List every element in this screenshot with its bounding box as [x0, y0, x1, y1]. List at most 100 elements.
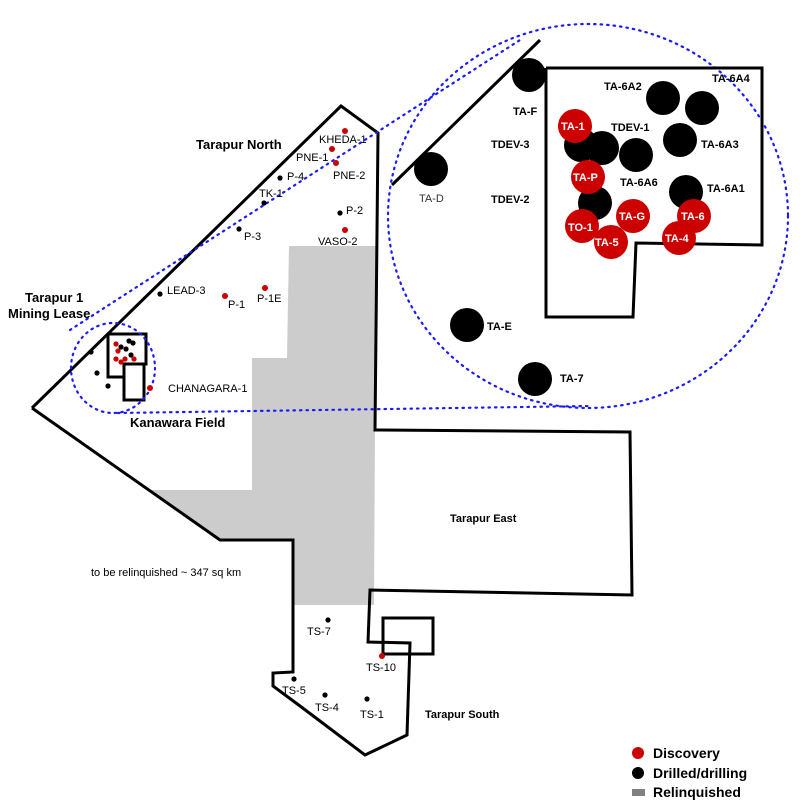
label-ts-5: TS-5 — [282, 685, 306, 697]
label-ts-1: TS-1 — [360, 709, 384, 721]
lease-well-dot[interactable] — [94, 370, 100, 376]
legend-discovery-label: Discovery — [653, 745, 720, 761]
label-ts-10: TS-10 — [366, 662, 396, 674]
inset-well-ta-1[interactable] — [558, 109, 592, 143]
lease-well-dot[interactable] — [113, 356, 119, 362]
well-ts-10[interactable] — [379, 653, 385, 659]
label-p-3: P-3 — [244, 231, 261, 243]
well-p-1e[interactable] — [262, 285, 268, 291]
well-lead-3[interactable] — [157, 291, 163, 297]
label-ta-6: TA-6 — [681, 211, 705, 223]
block-label-tarapur-east: Tarapur East — [450, 513, 517, 525]
well-vaso-2[interactable] — [342, 227, 348, 233]
label-ta-7: TA-7 — [560, 373, 584, 385]
block-label-tarapur-north: Tarapur North — [196, 137, 282, 152]
label-p-1e: P-1E — [257, 293, 281, 305]
inset-well-ta-4[interactable] — [662, 221, 696, 255]
well-chanagara-1[interactable] — [147, 385, 153, 391]
lease-well-dot[interactable] — [123, 346, 129, 352]
label-ta-6a4: TA-6A4 — [712, 73, 751, 85]
label-ts-7: TS-7 — [307, 626, 331, 638]
legend: Discovery Drilled/drilling Relinquished — [632, 745, 747, 800]
lease-well-dot[interactable] — [122, 356, 128, 362]
well-pne-1[interactable] — [329, 146, 335, 152]
inset-well-ta-f[interactable] — [512, 58, 546, 92]
label-to-1: TO-1 — [568, 222, 593, 234]
label-ta-6a6: TA-6A6 — [620, 177, 658, 189]
inset-well-to-1[interactable] — [565, 209, 599, 243]
relinquished-note: to be relinquished ~ 347 sq km — [91, 567, 241, 579]
label-ta-f: TA-F — [513, 106, 538, 118]
inset-well-tdev-3b[interactable] — [585, 131, 619, 165]
inset-well-ta-5[interactable] — [594, 225, 628, 259]
label-vaso-2: VASO-2 — [318, 236, 358, 248]
inset-well-tdev-1[interactable] — [619, 138, 653, 172]
lease-well-dot[interactable] — [115, 348, 121, 354]
well-ts-5[interactable] — [291, 676, 297, 682]
well-kheda-1[interactable] — [342, 128, 348, 134]
label-ts-4: TS-4 — [315, 702, 339, 714]
lease-well-dot[interactable] — [105, 383, 111, 389]
block-label-mining-lease-line2: Mining Lease — [8, 306, 90, 321]
legend-relinquished-icon — [632, 789, 645, 796]
label-chanagara-1: CHANAGARA-1 — [168, 383, 247, 395]
inset-well-ta-p[interactable] — [571, 160, 605, 194]
tarapur-north-boundary — [30, 104, 634, 757]
inset-well-ta-e[interactable] — [450, 308, 484, 342]
wells — [147, 128, 385, 702]
lease-well-dot[interactable] — [88, 349, 94, 355]
inset-well-ta-7[interactable] — [518, 362, 552, 396]
inset-well-ta-6a2[interactable] — [646, 81, 680, 115]
legend-discovery-icon — [632, 747, 644, 759]
lease-well-dot[interactable] — [131, 356, 137, 362]
label-tk-1: TK-1 — [259, 188, 283, 200]
well-p-2[interactable] — [337, 210, 343, 216]
label-ta-e: TA-E — [487, 321, 512, 333]
label-ta-1: TA-1 — [561, 121, 585, 133]
well-tk-1[interactable] — [261, 200, 267, 206]
kanawara-zoom-circle — [69, 321, 157, 415]
well-pne-2[interactable] — [333, 160, 339, 166]
legend-drilled-icon — [632, 767, 644, 779]
block-label-kanawara-field: Kanawara Field — [130, 415, 225, 430]
inset-zoom-circle — [386, 22, 790, 410]
zoom-connector-top — [68, 38, 522, 332]
lease-well-dot[interactable] — [118, 359, 124, 365]
label-pne-1: PNE-1 — [296, 152, 328, 164]
block-label-mining-lease-line1: Tarapur 1 — [25, 290, 83, 305]
label-lead-3: LEAD-3 — [167, 285, 206, 297]
label-ta-5: TA-5 — [595, 237, 619, 249]
inset-block-boundary — [544, 66, 764, 319]
inset-well-ta-d[interactable] — [414, 152, 448, 186]
well-ts-1[interactable] — [364, 696, 370, 702]
lease-well-dot[interactable] — [118, 344, 124, 350]
well-ts-7[interactable] — [325, 617, 331, 623]
label-p-2: P-2 — [346, 205, 363, 217]
label-ta-4: TA-4 — [665, 233, 690, 245]
inset-well-ta-6a4[interactable] — [685, 91, 719, 125]
lease-well-dot[interactable] — [128, 352, 134, 358]
label-ta-6a3: TA-6A3 — [701, 139, 739, 151]
well-p-4[interactable] — [277, 175, 283, 181]
label-p-4: P-4 — [287, 171, 304, 183]
well-p-3[interactable] — [236, 226, 242, 232]
relinquished-area — [150, 246, 376, 605]
inset-wells — [414, 58, 719, 396]
inset-well-ta-6a3[interactable] — [663, 123, 697, 157]
lease-well-dot[interactable] — [113, 341, 119, 347]
label-p-1: P-1 — [228, 299, 245, 311]
zoom-connector-bottom — [116, 404, 592, 415]
label-tdev-2: TDEV-2 — [491, 194, 530, 206]
legend-relinquished-label: Relinquished — [653, 784, 741, 800]
lease-well-dot[interactable] — [126, 338, 132, 344]
label-pne-2: PNE-2 — [333, 170, 365, 182]
label-ta-6a1: TA-6A1 — [707, 183, 745, 195]
lease-well-dot[interactable] — [130, 340, 136, 346]
well-ts-4[interactable] — [322, 692, 328, 698]
label-kheda-1: KHEDA-1 — [319, 134, 367, 146]
mining-lease-boundary-west — [106, 334, 124, 379]
inset-well-ta-g[interactable] — [616, 199, 650, 233]
well-p-1[interactable] — [222, 293, 228, 299]
